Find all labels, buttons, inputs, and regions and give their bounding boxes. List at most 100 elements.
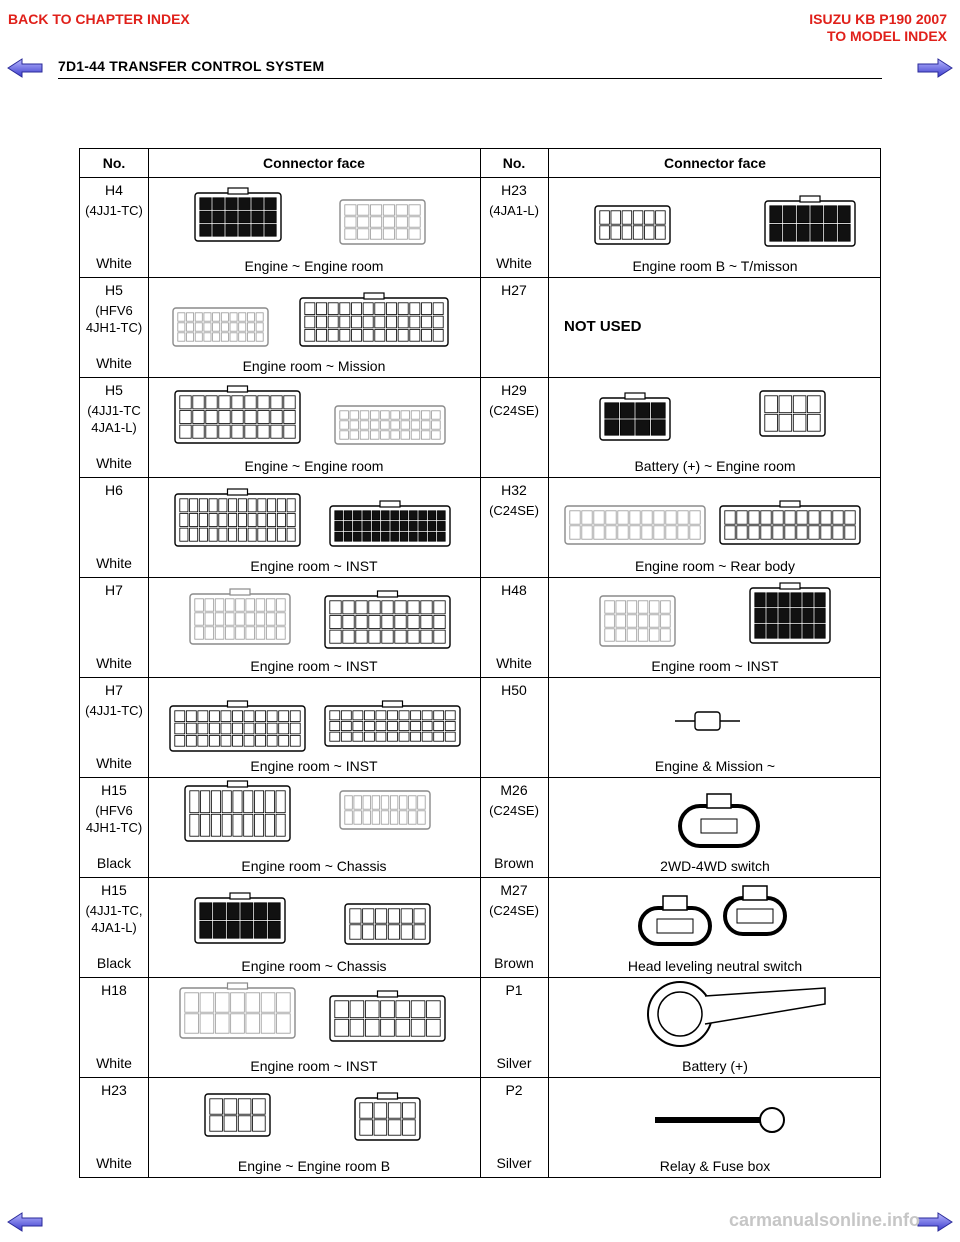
connector-face-h23-male (354, 1092, 421, 1141)
connector-description: Engine room ~ Mission (242, 358, 386, 374)
connector-face-h15-hfv6-female (339, 790, 431, 830)
connector-number: H23(4JA1-L) (480, 182, 548, 219)
connector-color: White (496, 255, 532, 271)
connector-variant: (C24SE) (489, 903, 539, 918)
connector-color: Black (96, 955, 132, 971)
connector-face-h29-female (759, 390, 826, 437)
connector-face-h48-female (599, 595, 676, 647)
connector-color: Brown (494, 855, 534, 871)
connector-color: White (96, 755, 132, 771)
connector-face-h7-4jj1-male (324, 700, 461, 747)
connector-id: H15 (101, 782, 127, 798)
column-header-no: No. (502, 155, 526, 171)
connector-id: H29 (501, 382, 527, 398)
connector-number: H5(HFV6 4JH1-TC) (80, 282, 148, 336)
connector-face-h15-4jj1-female (344, 903, 431, 945)
connector-face-h23-female (204, 1093, 271, 1137)
connector-color: Brown (494, 955, 534, 971)
connector-number: H15 (HFV6 4JH1-TC) (80, 782, 148, 836)
connector-variant: (4JJ1-TC) (85, 703, 143, 718)
connector-color: Black (96, 855, 132, 871)
connector-description: Relay & Fuse box (659, 1158, 771, 1174)
next-page-arrow-icon[interactable] (916, 57, 954, 79)
column-divider (148, 149, 149, 1177)
connector-face-p2-ring-terminal (655, 1107, 785, 1133)
connector-face-h18-male (329, 990, 446, 1042)
connector-face-h4-male (194, 187, 282, 242)
connector-face-m27-left (638, 895, 712, 946)
connector-description: Engine ~ Engine room (244, 458, 384, 474)
connector-variant: (HFV6 4JH1-TC) (85, 303, 143, 335)
connector-description: Head leveling neutral switch (627, 958, 803, 974)
connector-face-h7-male (324, 590, 451, 649)
column-header-connector-face: Connector face (263, 155, 365, 171)
row-divider (80, 1077, 880, 1078)
connector-description: Engine room ~ INST (651, 658, 779, 674)
connector-number: P2 (480, 1082, 548, 1099)
connector-face-h5-hfv6-female (172, 307, 269, 347)
row-divider (80, 377, 880, 378)
connector-id: M27 (500, 882, 528, 898)
connector-description: Engine & Mission ~ (654, 758, 776, 774)
connector-id: M26 (500, 782, 528, 798)
connector-face-h4-female (339, 199, 426, 245)
connector-id: H7 (105, 682, 123, 698)
to-model-index-link[interactable]: TO MODEL INDEX (826, 28, 947, 44)
row-divider (80, 477, 880, 478)
connector-id: H48 (501, 582, 527, 598)
connector-face-h6-female (174, 488, 301, 547)
row-divider (80, 677, 880, 678)
connector-id: H23 (101, 1082, 127, 1098)
connector-number: H32 (C24SE) (480, 482, 548, 519)
watermark: carmanualsonline.info (728, 1210, 920, 1230)
connector-face-h5-4jj1-male (174, 385, 301, 444)
connector-number: H18 (80, 982, 148, 999)
row-divider (80, 777, 880, 778)
back-to-chapter-index-link[interactable]: BACK TO CHAPTER INDEX (8, 11, 190, 27)
connector-number: H4(4JJ1-TC) (80, 182, 148, 219)
connector-number: H48 (480, 582, 548, 599)
row-divider (80, 877, 880, 878)
connector-table: No. Connector face No. Connector face H4… (79, 148, 881, 1178)
column-divider (480, 149, 481, 1177)
connector-description: 2WD-4WD switch (660, 858, 770, 874)
connector-variant: (C24SE) (489, 403, 539, 418)
connector-number: M26(C24SE) (480, 782, 548, 819)
connector-color: White (96, 255, 132, 271)
connector-color: White (496, 655, 532, 671)
connector-number: H29 (C24SE) (480, 382, 548, 419)
connector-variant: (HFV6 4JH1-TC) (85, 803, 143, 835)
connector-description: Engine ~ Engine room B (237, 1158, 391, 1174)
previous-page-arrow-icon[interactable] (6, 1211, 44, 1233)
connector-description: Engine room ~ Rear body (635, 558, 795, 574)
row-divider (80, 277, 880, 278)
brand-model-link[interactable]: ISUZU KB P190 2007 (809, 11, 947, 27)
connector-number: H15(4JJ1-TC, 4JA1-L) (80, 882, 148, 936)
row-divider (80, 977, 880, 978)
connector-color: White (96, 1055, 132, 1071)
connector-description: Engine room ~ Chassis (241, 958, 387, 974)
connector-color: White (96, 455, 132, 471)
connector-id: H32 (501, 482, 527, 498)
previous-page-arrow-icon[interactable] (6, 57, 44, 79)
column-divider (548, 149, 549, 1177)
connector-face-h32-male (719, 500, 861, 545)
connector-color: White (96, 355, 132, 371)
connector-number: H50 (480, 682, 548, 699)
connector-variant: (C24SE) (489, 503, 539, 518)
next-page-arrow-icon[interactable] (916, 1211, 954, 1233)
connector-id: P1 (505, 982, 523, 998)
connector-id: P2 (505, 1082, 523, 1098)
connector-face-h50-plug (675, 711, 740, 731)
connector-id: H7 (105, 582, 123, 598)
connector-variant: (4JJ1-TC) (85, 203, 143, 218)
connector-face-h5-4jj1-female (334, 405, 446, 445)
connector-id: H27 (501, 282, 527, 298)
connector-description: Battery (+) (682, 1058, 748, 1074)
connector-description: Engine room ~ INST (250, 658, 378, 674)
connector-color: White (96, 655, 132, 671)
column-header-connector-face: Connector face (664, 155, 766, 171)
column-header-no: No. (102, 155, 126, 171)
connector-number: H27 (480, 282, 548, 299)
connector-number: H6 (80, 482, 148, 499)
